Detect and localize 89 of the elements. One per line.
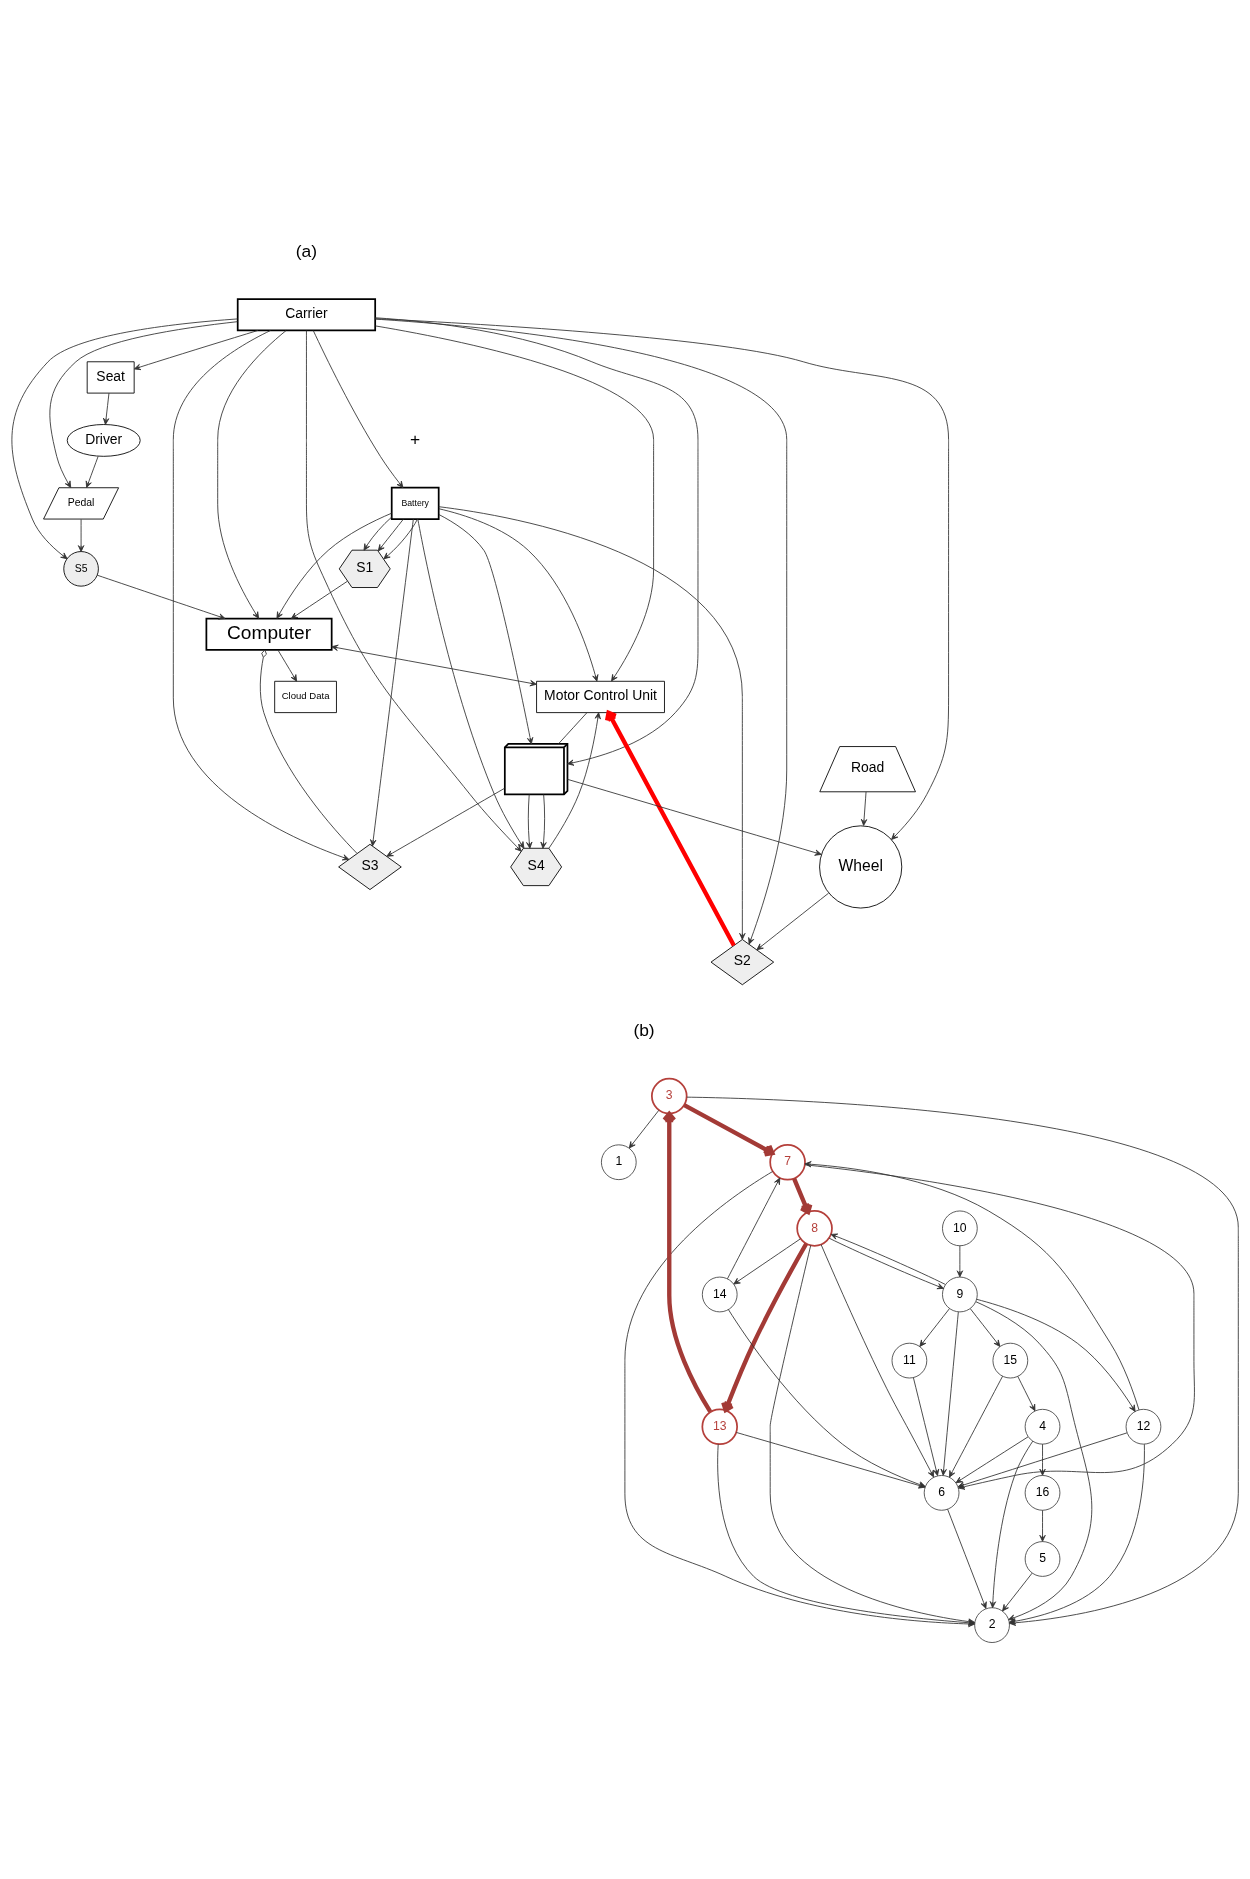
arrow: [947, 1508, 987, 1609]
node-circle: 3: [651, 1077, 688, 1115]
arrow: [727, 1177, 781, 1280]
arrow: [540, 794, 547, 849]
node-box: Seat: [86, 361, 135, 394]
arrow: [312, 330, 404, 489]
arrow: [363, 516, 392, 551]
arrow: [792, 1177, 813, 1215]
arrow: [604, 710, 736, 947]
node-circle: 14: [701, 1276, 738, 1313]
arrow: [1002, 1572, 1033, 1612]
node-circle: 7: [769, 1143, 806, 1181]
arrow: [956, 1245, 964, 1278]
arrow: [733, 1238, 801, 1285]
arrow: [85, 456, 99, 488]
arrow: [526, 794, 533, 849]
arrow: [438, 506, 746, 940]
label: (b): [633, 1020, 655, 1041]
node-circle: 13: [701, 1408, 738, 1445]
node-circle: 12: [1125, 1408, 1162, 1445]
arrow: [377, 518, 404, 552]
node-box: Carrier: [236, 298, 377, 332]
node-circle: 2: [974, 1607, 1010, 1643]
node-circle: 6: [923, 1475, 960, 1511]
node-ellipse: Driver: [66, 424, 141, 457]
arrow: [976, 1298, 1136, 1412]
node-circle: 9: [942, 1276, 978, 1313]
node-circle: 15: [992, 1342, 1029, 1379]
arrow: [955, 1436, 1029, 1484]
arrow: [1017, 1375, 1036, 1412]
arrow: [860, 791, 868, 826]
node-circle: 16: [1024, 1475, 1061, 1511]
node-circle: 10: [942, 1210, 978, 1247]
node-box: Battery: [390, 486, 440, 520]
arrow: [913, 1377, 940, 1476]
arrow: [370, 518, 414, 847]
label: (a): [295, 240, 318, 261]
arrow: [172, 330, 350, 861]
arrow: [290, 580, 348, 620]
arrow: [438, 514, 534, 745]
arrow: [989, 1440, 1034, 1609]
arrow: [386, 787, 505, 857]
label: +: [410, 428, 421, 449]
node-circle: 4: [1024, 1408, 1061, 1445]
node-circle: 11: [891, 1342, 928, 1379]
arrow: [217, 330, 287, 619]
arrow: [969, 1308, 1001, 1347]
arrow: [96, 574, 226, 620]
arrow: [49, 321, 238, 488]
arrow: [102, 392, 110, 425]
arrow: [975, 1301, 1093, 1621]
arrow: [374, 317, 699, 766]
arrow: [374, 318, 949, 840]
arrow: [919, 1308, 950, 1347]
arrow: [683, 1103, 775, 1157]
node-circle: S5: [63, 551, 99, 587]
arrow: [374, 318, 788, 945]
node-circle: 8: [796, 1210, 833, 1247]
arrow: [804, 1161, 1140, 1411]
arrow: [949, 1375, 1004, 1478]
arrow: [567, 778, 822, 856]
arrow: [756, 892, 830, 951]
arrow: [276, 512, 393, 619]
arrow: [721, 1242, 809, 1413]
arrow: [1039, 1443, 1046, 1476]
arrow: [331, 644, 537, 687]
arrow: [383, 518, 418, 560]
arrow: [628, 1109, 660, 1149]
arrow: [820, 1244, 935, 1478]
arrow: [306, 330, 522, 852]
arrow: [277, 649, 298, 682]
arrow: [438, 508, 599, 682]
node-circle: 5: [1024, 1541, 1061, 1577]
arrow: [133, 330, 259, 371]
node-circle: Wheel: [819, 825, 903, 909]
node-box: Computer: [205, 617, 333, 651]
node-box: Cloud Data: [274, 680, 337, 714]
arrow: [375, 325, 655, 682]
arrow: [77, 518, 85, 553]
arrow: [940, 1311, 959, 1476]
node-circle: 1: [600, 1144, 637, 1181]
connector: [259, 649, 358, 854]
arrow: [662, 1111, 713, 1413]
arrow: [11, 318, 238, 560]
arrow: [1039, 1509, 1046, 1542]
arrow: [417, 518, 525, 849]
arrow: [548, 712, 601, 849]
node-box: Motor Control Unit: [536, 680, 665, 714]
connector: [558, 712, 588, 745]
